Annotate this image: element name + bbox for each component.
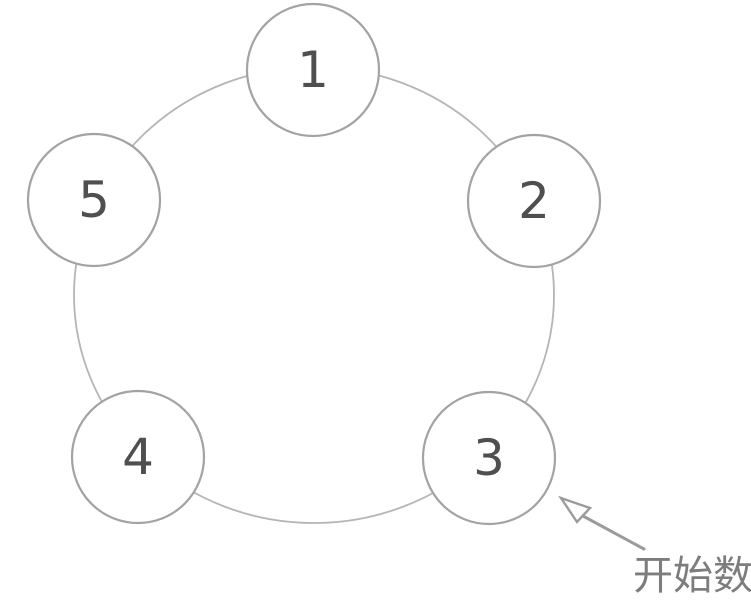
node-1-label: 1	[297, 41, 329, 99]
node-2: 2	[466, 133, 602, 269]
node-1: 1	[245, 2, 381, 138]
start-annotation-label: 开始数	[633, 553, 751, 599]
node-5-circle	[26, 132, 162, 268]
node-4-label: 4	[122, 428, 154, 486]
arrow-head-icon	[558, 495, 593, 524]
node-3-circle	[421, 390, 557, 526]
node-2-label: 2	[518, 172, 550, 230]
node-5: 5	[26, 132, 162, 268]
start-arrow	[558, 495, 646, 551]
node-5-label: 5	[78, 171, 110, 229]
node-3-label: 3	[473, 429, 505, 487]
node-3: 3	[421, 390, 557, 526]
node-4-circle	[70, 389, 206, 525]
arrow-shaft	[581, 514, 646, 551]
node-2-circle	[466, 133, 602, 269]
node-4: 4	[70, 389, 206, 525]
node-1-circle	[245, 2, 381, 138]
